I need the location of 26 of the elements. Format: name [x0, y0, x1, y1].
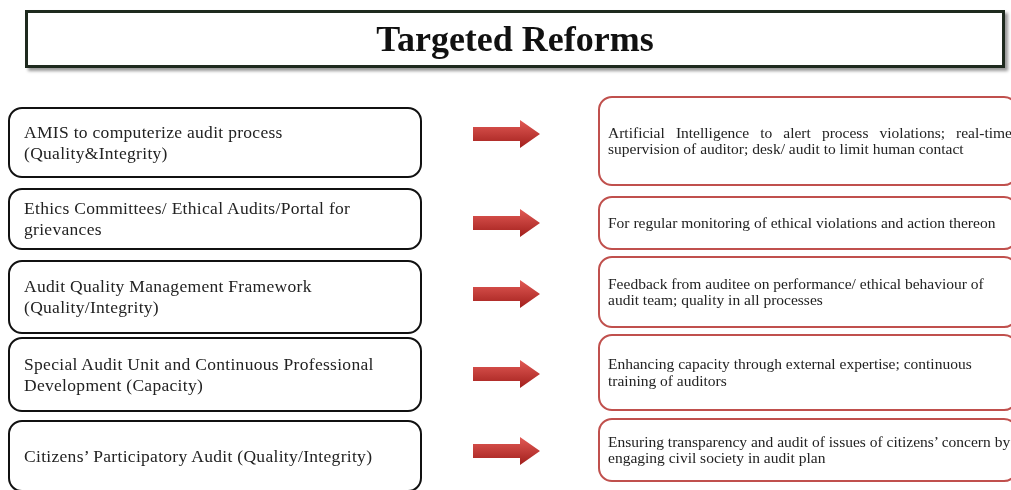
block-arrow [473, 120, 540, 148]
reform-box [8, 107, 422, 178]
reform-box [8, 260, 422, 334]
block-arrow [473, 209, 540, 237]
outcome-box [598, 334, 1011, 411]
box-text: AMIS to computerize audit process (Quality&Integrity) [24, 121, 284, 164]
box-text: Special Audit Unit and Continuous Professional Development (Capacity) [24, 353, 375, 396]
outcome-box [598, 196, 1011, 250]
box-text: Ensuring transparency and audit of issues of citizens’ concern by engaging civil society in audit plan [608, 433, 1011, 467]
box-text: Artificial Intelligence to alert process violations; real-time supervision of auditor; desk/ audit to limit human contact [608, 124, 1011, 158]
box-text: Enhancing capacity through external expertise; continuous training of auditors [608, 356, 973, 389]
outcome-box [598, 256, 1011, 328]
title-text: Targeted Reforms [376, 18, 654, 60]
outcome-box [598, 96, 1011, 186]
box-text: Audit Quality Management Framework (Quality/Integrity) [24, 276, 313, 318]
block-arrow [473, 280, 540, 308]
box-text: Citizens’ Participatory Audit (Quality/Integrity) [24, 445, 373, 467]
reform-box [8, 337, 422, 412]
box-text: Ethics Committees/ Ethical Audits/Portal for grievances [24, 198, 352, 240]
block-arrow [473, 437, 540, 465]
outcome-box [598, 418, 1011, 482]
box-text: For regular monitoring of ethical violations and action thereon [608, 214, 996, 232]
reform-box [8, 420, 422, 490]
block-arrow [473, 360, 540, 388]
reform-box [8, 188, 422, 250]
box-text: Feedback from auditee on performance/ ethical behaviour of audit team; quality in all processes [608, 275, 985, 309]
